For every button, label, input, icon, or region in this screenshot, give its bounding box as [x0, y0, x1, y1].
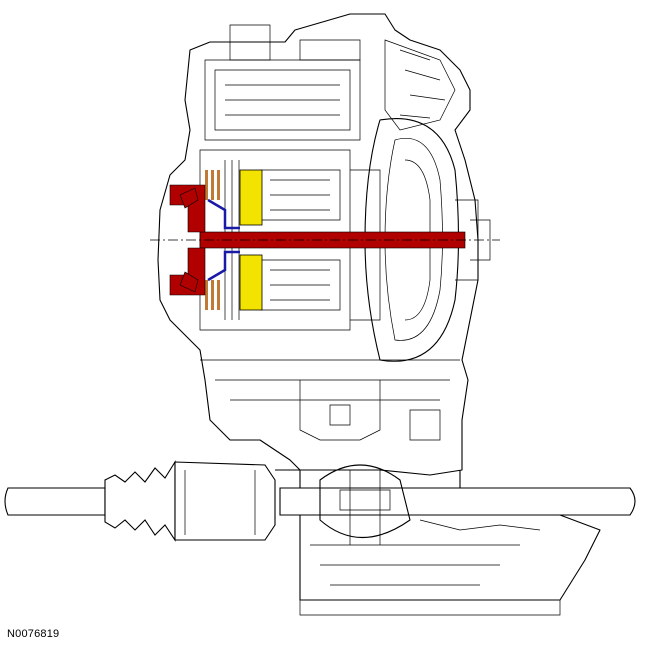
- transmission-case: [157, 13, 479, 476]
- figure-reference-code: N0076819: [7, 628, 60, 640]
- fluid-passages: [207, 198, 240, 282]
- sun-gears: [239, 169, 263, 311]
- left-halfshaft-and-cv-boot: [4, 460, 276, 542]
- friction-discs: [205, 170, 220, 310]
- input-shaft-and-piston: [169, 184, 466, 296]
- differential-assembly: [275, 464, 636, 616]
